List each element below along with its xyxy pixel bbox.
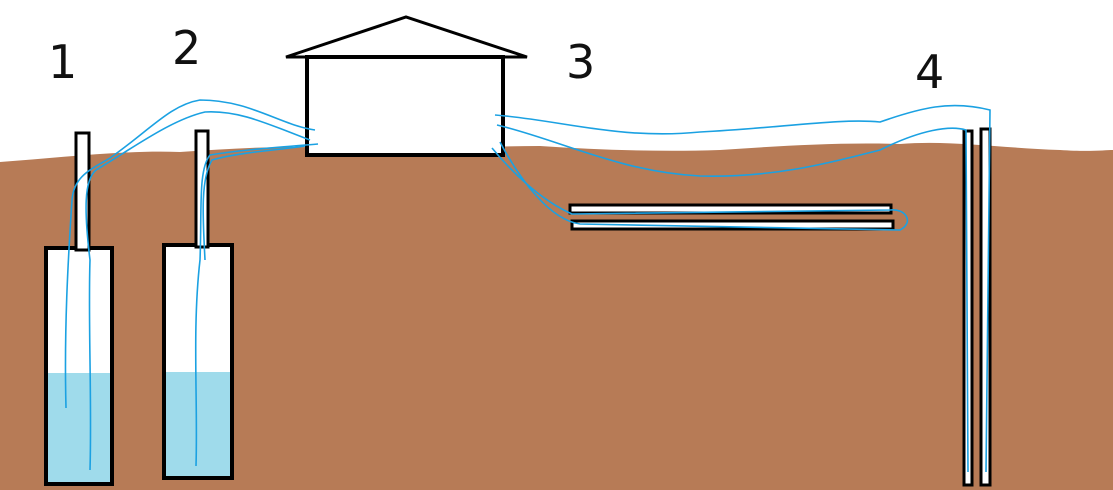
pipes (64, 99, 991, 473)
label-1: 1 (48, 35, 77, 89)
vertical-loop-4 (962, 127, 992, 487)
house (285, 15, 528, 157)
label-2: 2 (172, 21, 201, 75)
horizontal-loop-3 (568, 203, 895, 231)
well-1 (44, 131, 114, 486)
label-3: 3 (566, 35, 595, 89)
label-4: 4 (915, 45, 944, 99)
